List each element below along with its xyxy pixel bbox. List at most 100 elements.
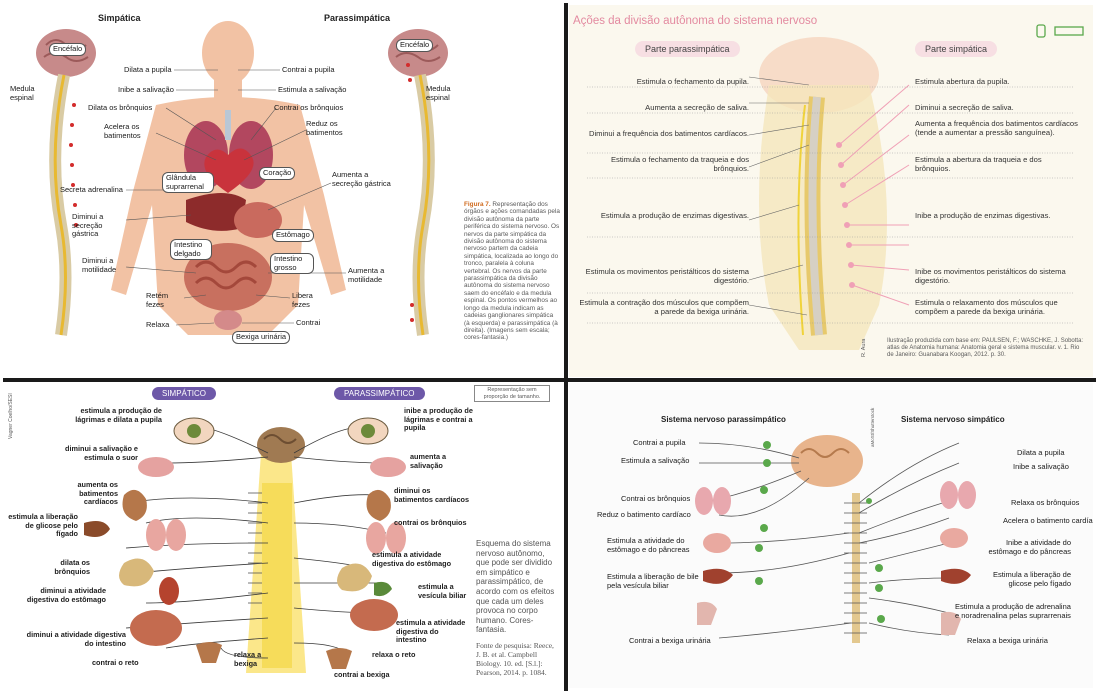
row-left-3: Diminui a frequência dos batimentos card… xyxy=(589,129,749,138)
side-credit: aMoSt/Shutterstock xyxy=(869,408,876,447)
illustration-credit: Ilustração produzida com base em: PAULSE… xyxy=(887,338,1087,359)
label-contrai-bronquios: Contrai os brônquios xyxy=(274,104,343,113)
header-parassimpatica: Parassimpática xyxy=(324,13,390,23)
header-sistema-simpatico: Sistema nervoso simpático xyxy=(901,415,1005,424)
row-left-2: Aumenta a secreção de saliva. xyxy=(589,103,749,112)
label-secreta-adrenalina: Secreta adrenalina xyxy=(60,186,123,195)
label-diminui-estomago: diminui a atividade digestiva do estômag… xyxy=(16,587,106,604)
row-left-7: Estimula a contração dos músculos que co… xyxy=(579,298,749,316)
scheme-summary: Esquema do sistema nervoso autônomo, que… xyxy=(476,539,556,635)
label-diminui-motilidade: Diminui a motilidade xyxy=(82,257,126,274)
panel-autonomic-scheme: SIMPÁTICO PARASSIMPÁTICO Representação s… xyxy=(6,383,563,688)
p4-label-dilata-pupila: Dilata a pupila xyxy=(1017,449,1065,458)
label-aumenta-salivacao: aumenta a salivação xyxy=(410,453,470,470)
row-right-3: Aumenta a frequência dos batimentos card… xyxy=(915,119,1085,137)
label-estomago: Estômago xyxy=(272,229,314,242)
p4-label-relaxa-bexiga: Relaxa a bexiga urinária xyxy=(967,637,1048,646)
p4-label-reduz-batimento: Reduz o batimento cardíaco xyxy=(597,511,691,520)
header-parte-simpatica: Parte simpática xyxy=(915,41,997,57)
panel-actions-table: Ações da divisão autônoma do sistema ner… xyxy=(569,5,1093,377)
row-right-7: Estimula o relaxamento dos músculos que … xyxy=(915,298,1090,316)
p4-label-relaxa-bronquios: Relaxa os brônquios xyxy=(1011,499,1079,508)
pill-simpatico: SIMPÁTICO xyxy=(152,387,216,400)
label-relaxa-bexiga: relaxa a bexiga xyxy=(234,651,274,668)
label-contrai-bronquios-3: contrai os brônquios xyxy=(394,519,467,528)
label-estimula-intestino: estimula a atividade digestiva do intest… xyxy=(396,619,470,645)
row-left-1: Estimula o fechamento da pupila. xyxy=(589,77,749,86)
spine-illustration xyxy=(569,5,1093,377)
divider-vertical xyxy=(564,3,568,691)
p4-label-glicose-figado: Estimula a liberação de glicose pelo fíg… xyxy=(987,571,1071,588)
label-encefalo-right: Encéfalo xyxy=(396,39,433,52)
divider-horizontal xyxy=(3,378,1096,382)
side-credit-left: Vagner Coelho/SESI xyxy=(8,393,15,439)
panel-title: Ações da divisão autônoma do sistema ner… xyxy=(573,15,817,27)
row-left-4: Estimula o fechamento da traqueia e dos … xyxy=(589,155,749,173)
header-parte-parassimpatica: Parte parassimpática xyxy=(635,41,740,57)
label-medula-right: Medula espinal xyxy=(426,85,466,102)
ruler-icon xyxy=(1055,27,1083,35)
label-dilata-bronquios-3: dilata os brônquios xyxy=(40,559,90,576)
caption-title: Figura 7. xyxy=(464,201,491,208)
label-contrai: Contrai xyxy=(296,319,320,328)
label-contrai-reto: contrai o reto xyxy=(92,659,139,668)
row-right-5: Inibe a produção de enzimas digestivas. xyxy=(915,211,1075,220)
label-relaxa-reto: relaxa o reto xyxy=(372,651,415,660)
label-medula-left: Medula espinal xyxy=(10,85,46,102)
row-right-4: Estimula a abertura da traqueia e dos br… xyxy=(915,155,1075,173)
label-coracao: Coração xyxy=(259,167,295,180)
row-right-1: Estimula abertura da pupila. xyxy=(915,77,1075,86)
p4-label-contrai-pupila: Contrai a pupila xyxy=(633,439,686,448)
row-right-6: Inibe os movimentos peristálticos do sis… xyxy=(915,267,1075,285)
label-dilata-bronquios: Dilata os brônquios xyxy=(88,104,152,113)
label-vesicula-biliar: estimula a vesícula biliar xyxy=(418,583,468,600)
label-bexiga-urinaria: Bexiga urinária xyxy=(232,331,290,344)
row-right-2: Diminui a secreção de saliva. xyxy=(915,103,1075,112)
p4-label-adrenalina: Estimula a produção de adrenalina e nora… xyxy=(955,603,1073,620)
p4-label-acelera-batimento: Acelera o batimento cardíaco xyxy=(1003,517,1093,526)
p4-label-contrai-bronquios: Contrai os brônquios xyxy=(621,495,690,504)
label-encefalo-left: Encéfalo xyxy=(49,43,86,56)
row-left-6: Estimula os movimentos peristálticos do … xyxy=(579,267,749,285)
label-reduz-batimentos: Reduz os batimentos xyxy=(306,120,350,137)
artist-credit: R. Aura xyxy=(861,339,868,357)
p4-label-contrai-bexiga: Contrai a bexiga urinária xyxy=(629,637,711,646)
p4-label-liberacao-bile: Estimula a liberação de bile pela vesícu… xyxy=(607,573,699,590)
label-estimula-estomago: estimula a atividade digestiva do estôma… xyxy=(372,551,462,568)
header-sistema-parassimpatico: Sistema nervoso parassimpático xyxy=(661,415,786,424)
label-glandula-suprarrenal: Glândula suprarrenal xyxy=(162,172,214,193)
label-aumenta-batimentos: aumenta os batimentos cardíacos xyxy=(66,481,118,507)
label-contrai-pupila: Contrai a pupila xyxy=(282,66,335,75)
label-aumenta-motilidade: Aumenta a motilidade xyxy=(348,267,396,284)
label-dilata-pupila: Dilata a pupila xyxy=(124,66,172,75)
label-relaxa: Relaxa xyxy=(146,321,169,330)
row-left-5: Estimula a produção de enzimas digestiva… xyxy=(589,211,749,220)
label-inibe-salivacao: Inibe a salivação xyxy=(118,86,174,95)
label-diminui-intestino: diminui a atividade digestiva do intesti… xyxy=(26,631,126,648)
p4-label-estomago-pancreas: Estimula a atividade do estômago e do pâ… xyxy=(607,537,695,554)
scheme-source: Fonte de pesquisa: Reece, J. B. et al. C… xyxy=(476,641,558,677)
label-estimula-salivacao: Estimula a salivação xyxy=(278,86,346,95)
p4-label-inibe-estomago: Inibe a atividade do estômago e do pâncr… xyxy=(987,539,1071,556)
battery-icon xyxy=(1037,25,1045,37)
label-lagrimas-dilata: estimula a produção de lágrimas e dilata… xyxy=(52,407,162,424)
label-diminui-batimentos: diminui os batimentos cardíacos xyxy=(394,487,470,504)
figure-caption: Figura 7. Representação dos órgãos e açõ… xyxy=(464,201,560,342)
p4-label-estimula-salivacao: Estimula a salivação xyxy=(621,457,689,466)
label-retem-fezes: Retém fezes xyxy=(146,292,176,309)
p4-label-inibe-salivacao: Inibe a salivação xyxy=(1013,463,1069,472)
label-intestino-delgado: Intestino delgado xyxy=(170,239,212,260)
label-intestino-grosso: Intestino grosso xyxy=(270,253,314,274)
label-libera-fezes: Libera fezes xyxy=(292,292,322,309)
label-aumenta-secrecao: Aumenta a secreção gástrica xyxy=(332,171,398,188)
size-note: Representação sem proporção de tamanho. xyxy=(474,385,550,402)
caption-text: Representação dos órgãos e ações comanda… xyxy=(464,201,560,341)
label-contrai-bexiga: contrai a bexiga xyxy=(334,671,390,680)
label-libera-glicose: estimula a liberação de glicose pelo fíg… xyxy=(6,513,78,539)
panel-body-diagram: Simpática Parassimpática Encéfalo Encéfa… xyxy=(6,5,563,377)
panel-nervous-systems: Sistema nervoso parassimpático Sistema n… xyxy=(569,383,1093,688)
pill-parassimpatico: PARASSIMPÁTICO xyxy=(334,387,425,400)
label-inibe-lagrimas: inibe a produção de lágrimas e contrai a… xyxy=(404,407,484,433)
label-diminui-salivacao: diminui a salivação e estimula o suor xyxy=(42,445,138,462)
header-simpatica: Simpática xyxy=(98,13,141,23)
